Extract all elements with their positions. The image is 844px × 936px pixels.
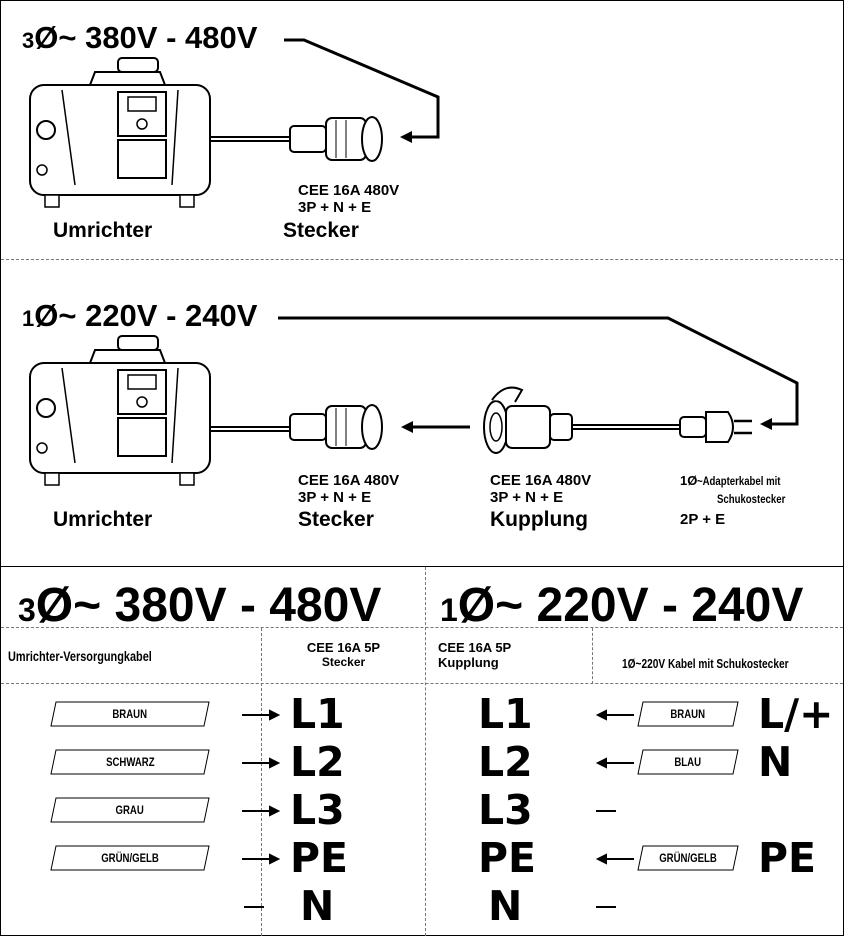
wire-box: GRÜN/GELB [637,845,739,871]
schuko-terminal-label: PE [758,834,817,882]
plug-spec-line2: 3P + N + E [298,489,372,506]
col-divider-right [592,628,593,684]
section-divider [1,259,843,260]
wire-box: BLAU [637,749,739,775]
wire-color: BRAUN [112,707,148,721]
section1-heading: 3Ø~ 380V - 480V [22,20,258,55]
col-header-coupling-line1: CEE 16A 5P [438,640,512,655]
col-header-schuko-cable: 1Ø~220V Kabel mit Schukostecker [622,656,789,671]
plug-spec-line1: CEE 16A 480V [298,182,400,199]
terminal-label: L1 [290,690,345,738]
section2-coupling-name: Kupplung [490,508,588,531]
col-header-plug-line2: Stecker [321,655,366,669]
cee-plug-icon [289,116,383,162]
coupling-spec-line2: 3P + N + E [490,489,564,506]
schuko-terminal-label: N [758,738,793,786]
cee-coupling-icon [483,386,680,454]
table-header-divider [1,627,843,628]
terminal-label: N [300,882,335,930]
table-body-divider [1,683,843,684]
wire-box: SCHWARZ [50,749,210,775]
terminal-label: L3 [478,786,533,834]
col-header-plug-line1: CEE 16A 5P [306,640,381,655]
inverter-icon [29,335,290,486]
wire-color: BRAUN [670,707,706,721]
col-header-supply-cable: Umrichter-Versorgungkabel [8,648,152,664]
adapter-label: 1Ø ~Adapterkabel mit [680,473,781,488]
inverter-icon [29,57,290,208]
col-divider-left [261,628,262,936]
wire-box: GRAU [50,797,210,823]
col-header-coupling: CEE 16A 5P Kupplung [428,640,548,670]
wire-box: BRAUN [637,701,739,727]
terminal-label: L2 [478,738,533,786]
wire-color: BLAU [674,755,702,769]
terminal-label: PE [290,834,349,882]
terminal-label: L3 [290,786,345,834]
wire-color: GRÜN/GELB [101,851,159,865]
terminal-label: N [488,882,523,930]
section2-plug-name: Stecker [298,508,374,531]
wire-box: BRAUN [50,701,210,727]
adapter-label-line2: Schukostecker [717,492,786,506]
section1-device-label: Umrichter [53,219,153,242]
plug-spec-line2: 3P + N + E [298,199,372,216]
table-top-border [1,566,843,567]
table-right-heading: 1Ø~ 220V - 240V [440,579,804,632]
table-center-divider [425,567,426,936]
coupling-spec-line1: CEE 16A 480V [490,472,592,489]
wire-box: GRÜN/GELB [50,845,210,871]
section2-coupling-spec: CEE 16A 480V 3P + N + E [490,472,591,506]
schuko-terminal-label: L/+ [758,690,834,738]
terminal-label: L1 [478,690,533,738]
wire-color: GRÜN/GELB [659,851,717,865]
section1-plug-name: Stecker [283,219,359,242]
wire-color: SCHWARZ [105,755,155,769]
schuko-plug-icon [679,411,752,443]
table-left-heading: 3Ø~ 380V - 480V [18,579,382,632]
plug-spec-line1: CEE 16A 480V [298,472,400,489]
terminal-label: L2 [290,738,345,786]
wire-color: GRAU [115,803,145,817]
cee-plug-icon [289,404,383,450]
col-header-coupling-line2: Kupplung [438,655,499,670]
terminal-label: PE [478,834,537,882]
section2-device-label: Umrichter [53,508,153,531]
section1-plug-spec: CEE 16A 480V 3P + N + E [298,182,399,216]
adapter-spec: 2P + E [680,511,726,528]
col-header-plug: CEE 16A 5P Stecker [262,640,425,670]
section2-heading: 1Ø~ 220V - 240V [22,298,258,333]
section2-plug-spec: CEE 16A 480V 3P + N + E [298,472,399,506]
